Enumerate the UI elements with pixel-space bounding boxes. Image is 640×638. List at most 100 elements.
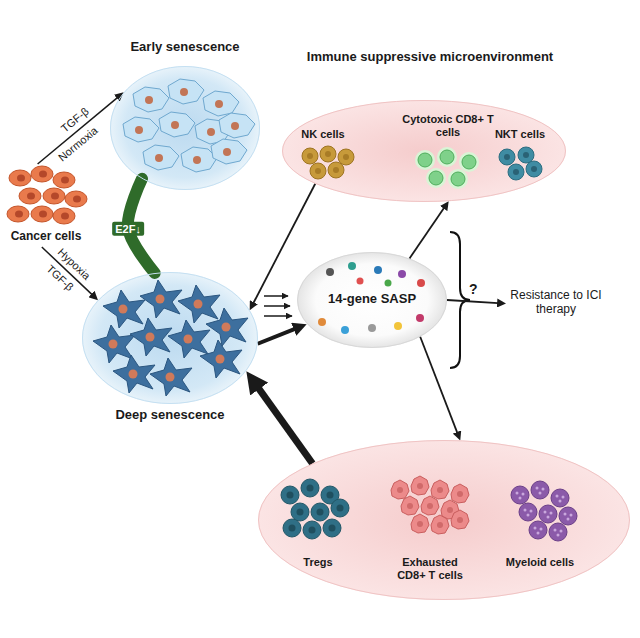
region-outline <box>259 441 630 600</box>
region-fill <box>282 100 566 202</box>
region-outline <box>283 101 566 202</box>
arrow-connector <box>253 184 315 303</box>
treg-cell <box>281 486 299 504</box>
edge-label: ? <box>467 280 480 296</box>
early-senescent-cell <box>143 145 179 170</box>
exhausted-cell <box>451 484 469 503</box>
early-senescent-cell <box>168 79 204 104</box>
treg-cell <box>301 479 319 497</box>
exhausted-cell <box>401 496 419 515</box>
deep-senescent-cell <box>150 358 192 396</box>
region-title: Early senescence <box>105 40 265 55</box>
cancer-cell <box>9 170 31 186</box>
sasp-factor <box>348 262 356 270</box>
myeloid-cell <box>519 503 537 521</box>
region-outline <box>82 272 258 404</box>
cell-region: Early senescence <box>110 66 260 190</box>
exhausted-cell <box>411 476 429 495</box>
cytotoxic-cell <box>415 150 435 170</box>
deep-senescent-cell <box>140 280 182 318</box>
sasp-factor <box>326 268 334 276</box>
myeloid-cell <box>539 505 557 523</box>
cytotoxic-cell <box>459 152 479 172</box>
cell-label: NK cells <box>292 128 354 141</box>
sasp-factor <box>385 280 392 287</box>
sasp-factor <box>357 278 364 285</box>
early-senescent-cell <box>133 87 169 112</box>
cancer-cell <box>31 206 53 222</box>
myeloid-cell <box>511 486 529 504</box>
outcome-box: Resistance to ICI therapy <box>506 287 606 320</box>
treg-cell <box>283 519 301 537</box>
cell-label: Cytotoxic CD8+ T cells <box>400 113 496 138</box>
region-outline <box>111 67 260 190</box>
exhausted-cell <box>411 514 429 533</box>
myeloid-cell <box>549 523 567 541</box>
nk-cell <box>338 149 354 165</box>
region-fill <box>297 252 447 348</box>
immune-region: NK cells Cytotoxic CD8+ T cellsNKT cells <box>282 100 566 202</box>
sasp-factor <box>416 314 424 322</box>
cell-region: Deep senescence <box>82 272 258 404</box>
early-senescent-cell <box>203 91 239 116</box>
region-outline <box>110 66 260 190</box>
region-title: Deep senescence <box>85 408 255 423</box>
cell-label: NKT cells <box>488 128 552 141</box>
treg-cell <box>323 519 341 537</box>
exhausted-cell <box>451 510 469 529</box>
region-outline <box>83 273 258 404</box>
nk-cell <box>328 162 344 178</box>
sasp-factor <box>398 270 406 278</box>
cancer-cell <box>7 206 29 222</box>
deep-senescent-cell <box>178 285 220 323</box>
myeloid-cell <box>529 521 547 539</box>
immune-region: Tregs Exhausted CD8+ T cells Myeloid cells <box>258 440 630 600</box>
arrow-connector <box>258 387 313 463</box>
myeloid-cell <box>531 481 549 499</box>
early-senescent-cell <box>211 139 247 164</box>
sasp-factor <box>341 326 349 334</box>
outcome-label: Resistance to ICI therapy <box>506 289 606 317</box>
section-title: Immune suppressive microenvironment <box>305 50 555 65</box>
treg-cell <box>331 499 349 517</box>
region-title: 14-gene SASP <box>302 292 442 307</box>
cancer-cell <box>31 166 53 182</box>
cytotoxic-cell <box>426 168 446 188</box>
secretion-arrow <box>264 315 292 317</box>
cytotoxic-cell <box>437 147 457 167</box>
deep-senescent-cell <box>130 318 172 356</box>
nkt-cell <box>518 147 534 163</box>
exhausted-cell <box>431 515 449 534</box>
nk-cell <box>302 148 318 164</box>
nkt-cell <box>499 149 515 165</box>
cytotoxic-cell <box>448 169 468 189</box>
deep-senescent-cell <box>113 355 155 393</box>
sasp-region: 14-gene SASP <box>297 252 447 348</box>
sasp-factor <box>374 266 382 274</box>
region-fill <box>110 66 260 190</box>
region-fill <box>258 440 630 600</box>
cell-label: Myeloid cells <box>500 556 580 569</box>
sasp-factor <box>368 324 376 332</box>
myeloid-cell <box>559 507 577 525</box>
myeloid-cell <box>551 489 569 507</box>
early-senescent-cell <box>219 113 255 138</box>
arrow-connector <box>420 337 457 433</box>
nk-cell <box>320 146 336 162</box>
deep-senescent-cell <box>200 340 242 378</box>
exhausted-cell <box>431 480 449 499</box>
cell-label: Cancer cells <box>4 230 88 244</box>
cell-label: Tregs <box>288 556 348 569</box>
region-outline <box>298 253 447 348</box>
early-senescent-cell <box>123 117 159 142</box>
cell-label: Exhausted CD8+ T cells <box>388 556 472 581</box>
nkt-cell <box>526 161 542 177</box>
deep-senescent-cell <box>168 320 210 358</box>
cancer-cell <box>65 191 87 207</box>
early-senescent-cell <box>159 112 195 137</box>
cell-group: Cancer cells <box>4 164 88 247</box>
cancer-cell <box>43 188 65 204</box>
arrow-connector <box>38 98 118 164</box>
